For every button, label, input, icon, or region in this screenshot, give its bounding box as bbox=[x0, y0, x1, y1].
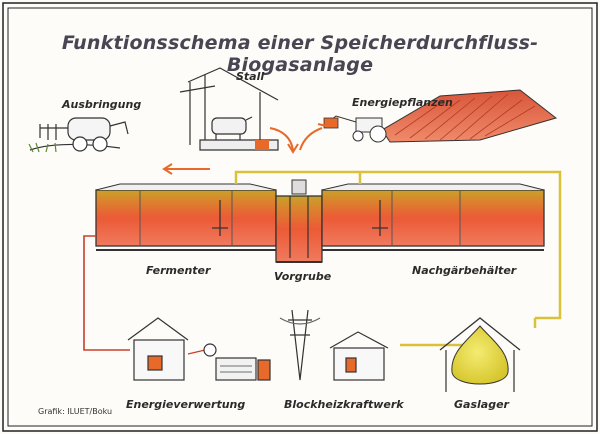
label-ausbringung: Ausbringung bbox=[62, 98, 142, 111]
label-blockheizkraftwerk: Blockheizkraftwerk bbox=[284, 398, 404, 411]
gaslager-illustration bbox=[439, 317, 521, 392]
blockheizkraftwerk-illustration bbox=[215, 309, 389, 381]
label-nachgaerbehaelter: Nachgärbehälter bbox=[412, 264, 517, 277]
slurry-line bbox=[83, 235, 130, 351]
fermenter-tank bbox=[95, 183, 277, 251]
label-stall: Stall bbox=[236, 70, 265, 83]
label-gaslager: Gaslager bbox=[454, 398, 509, 411]
gas-pipe bbox=[234, 170, 562, 328]
stall-illustration bbox=[179, 67, 279, 151]
inner-border bbox=[7, 7, 593, 427]
label-vorgrube: Vorgrube bbox=[274, 270, 332, 283]
label-fermenter: Fermenter bbox=[146, 264, 211, 277]
label-energieverwertung: Energieverwertung bbox=[126, 398, 246, 411]
diagram-title: Funktionsschema einer Speicherdurchfluss… bbox=[61, 32, 539, 76]
label-energiepflanzen: Energiepflanzen bbox=[352, 96, 453, 109]
nachgaerbehaelter-tank bbox=[321, 183, 545, 251]
energiepflanzen-illustration bbox=[323, 89, 558, 143]
flow-arrows bbox=[162, 123, 327, 175]
vorgrube-pit bbox=[275, 179, 323, 263]
energieverwertung-house bbox=[127, 317, 217, 381]
ausbringung-illustration bbox=[28, 117, 129, 153]
credit-text: Grafik: ILUET/Boku bbox=[38, 407, 113, 416]
